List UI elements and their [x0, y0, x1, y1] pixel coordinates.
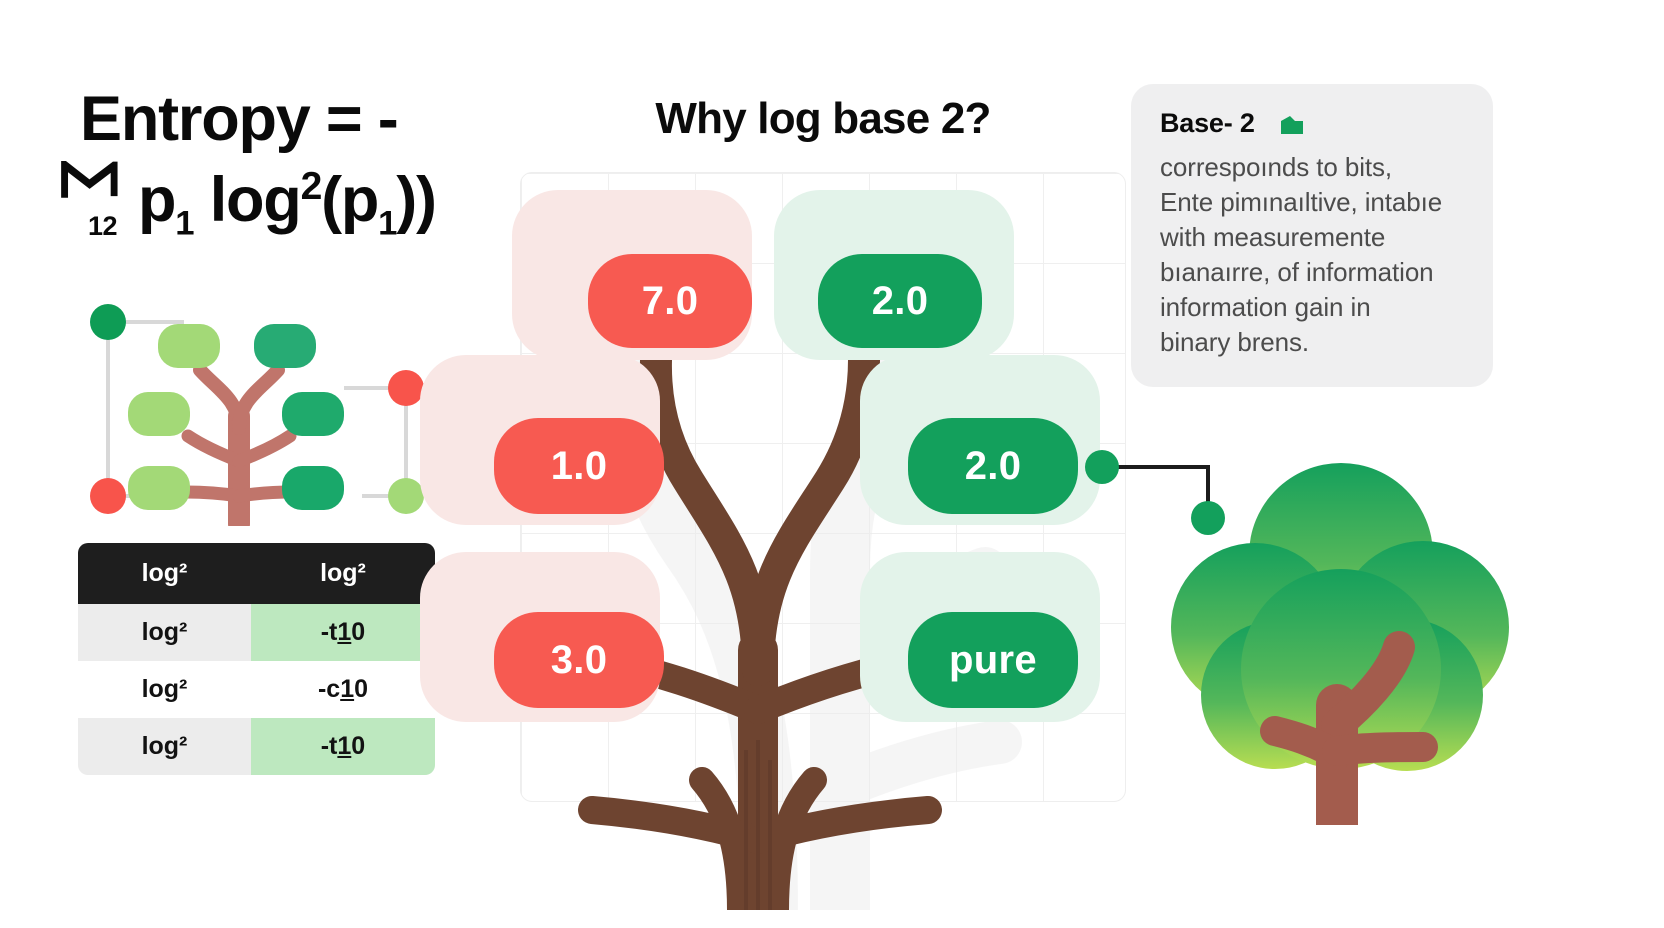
table-row[interactable]: log² -t10: [78, 718, 435, 775]
table-header-col-2: log²: [250, 543, 435, 604]
center-tree-stage: 7.0 2.0 1.0 2.0 3.0 pure: [420, 150, 1220, 928]
header-col-2-text: log²: [320, 559, 366, 587]
formula-line-2: ∑ 12 p1 log2(p1)): [61, 157, 510, 243]
pill-7-0-label: 7.0: [641, 278, 699, 323]
pill-2-0-mid-label: 2.0: [964, 443, 1022, 488]
formula-p-subscript: 1: [175, 204, 194, 243]
info-card-line: binary brens.: [1160, 327, 1309, 357]
log-calculation-table: log² log² log² -t10 log² -c10 log² -t10: [78, 543, 435, 775]
header-col-1-text: log²: [141, 559, 188, 587]
table-row[interactable]: log² -t10: [78, 604, 435, 661]
pill-7-0[interactable]: 7.0: [588, 254, 752, 348]
info-card-body: correspoınds to bits, Ente pimınaıltive,…: [1160, 150, 1500, 360]
value-suffix: 0: [351, 618, 366, 646]
table-cell-value: -t10: [250, 718, 435, 775]
big-tree-illustration: [1155, 455, 1515, 846]
pill-2-0-mid[interactable]: 2.0: [908, 418, 1078, 514]
formula-open-paren: (: [321, 165, 342, 236]
value-prefix: -c: [317, 675, 341, 703]
value-underlined-one: 1: [337, 732, 352, 760]
mini-tree-svg: [90, 304, 424, 535]
table-row[interactable]: log² -c10: [78, 661, 435, 718]
pill-pure[interactable]: pure: [908, 612, 1078, 708]
node-right-red[interactable]: [388, 370, 424, 406]
formula-line-1: Entropy = -: [80, 84, 399, 154]
value-prefix: -t: [320, 618, 338, 646]
mini-leaf-4: [282, 392, 344, 436]
value-prefix: -t: [320, 732, 338, 760]
table-cell-label: log²: [78, 604, 251, 661]
value-suffix: 0: [351, 732, 366, 760]
pill-1-0-label: 1.0: [550, 443, 608, 488]
big-tree-svg: [1171, 463, 1509, 846]
sigma-glyph: ∑: [61, 157, 130, 201]
formula-inner-p: p: [340, 165, 380, 236]
table-cell-value: -t10: [250, 604, 435, 661]
formula-p: p: [138, 165, 177, 236]
info-card-line: Ente pimınaıltive, intabıe: [1160, 187, 1443, 217]
table-body: log² -t10 log² -c10 log² -t10: [78, 604, 435, 775]
table-header-row: log² log²: [78, 543, 435, 604]
formula-inner-p-subscript: 1: [378, 204, 397, 243]
leaf-icon: [1279, 114, 1305, 141]
summation-symbol: ∑ 12: [61, 157, 138, 241]
entropy-formula: Entropy = - ∑ 12 p1 log2(p1)): [61, 78, 510, 243]
info-card-line: bıanaırre, of information: [1160, 257, 1434, 287]
node-right-light-green[interactable]: [388, 478, 424, 514]
table-cell-label: log²: [78, 661, 251, 718]
table-head: log² log²: [78, 543, 435, 604]
mini-decision-tree-graphic: [76, 296, 436, 535]
info-card: Base- 2 correspoınds to bits, Ente pimın…: [1131, 84, 1493, 387]
connector-svg: [1085, 450, 1225, 535]
info-card-line: with measuremente: [1160, 222, 1386, 252]
pill-2-0-top-label: 2.0: [871, 278, 929, 323]
value-underlined-one: 1: [340, 675, 355, 703]
formula-close-parens: )): [396, 165, 437, 236]
connector-group: [1080, 440, 1260, 555]
pill-2-0-top[interactable]: 2.0: [818, 254, 982, 348]
connector-source-node[interactable]: [1085, 450, 1119, 484]
info-card-line: information gain in: [1160, 292, 1371, 322]
mini-leaf-3: [128, 392, 190, 436]
mini-leaf-6: [282, 466, 344, 510]
big-tree-trunk: [1260, 631, 1438, 846]
trunk-texture: [744, 740, 772, 910]
sigma-subscript: 12: [88, 211, 118, 242]
node-bottom-left-red[interactable]: [90, 478, 126, 514]
value-suffix: 0: [354, 675, 368, 703]
formula-log-exponent: 2: [300, 165, 323, 209]
center-panel-title: Why log base 2?: [655, 94, 991, 143]
mini-leaf-5: [128, 466, 190, 510]
pill-3-0[interactable]: 3.0: [494, 612, 664, 708]
mini-tree-branches: [179, 363, 299, 535]
formula-log: log: [209, 165, 302, 236]
info-card-title: Base- 2: [1160, 108, 1255, 138]
pill-pure-label: pure: [949, 637, 1037, 682]
table-cell-value: -c10: [250, 661, 435, 718]
mini-leaf-1: [158, 324, 220, 368]
node-top-left-green[interactable]: [90, 304, 126, 340]
connector-target-node[interactable]: [1191, 501, 1225, 535]
pill-1-0[interactable]: 1.0: [494, 418, 664, 514]
info-card-line: correspoınds to bits,: [1160, 152, 1393, 182]
value-underlined-one: 1: [337, 618, 352, 646]
pill-3-0-label: 3.0: [550, 637, 608, 682]
table-cell-label: log²: [78, 718, 251, 775]
table-header-col-1: log²: [78, 543, 251, 604]
mini-leaf-2: [254, 324, 316, 368]
